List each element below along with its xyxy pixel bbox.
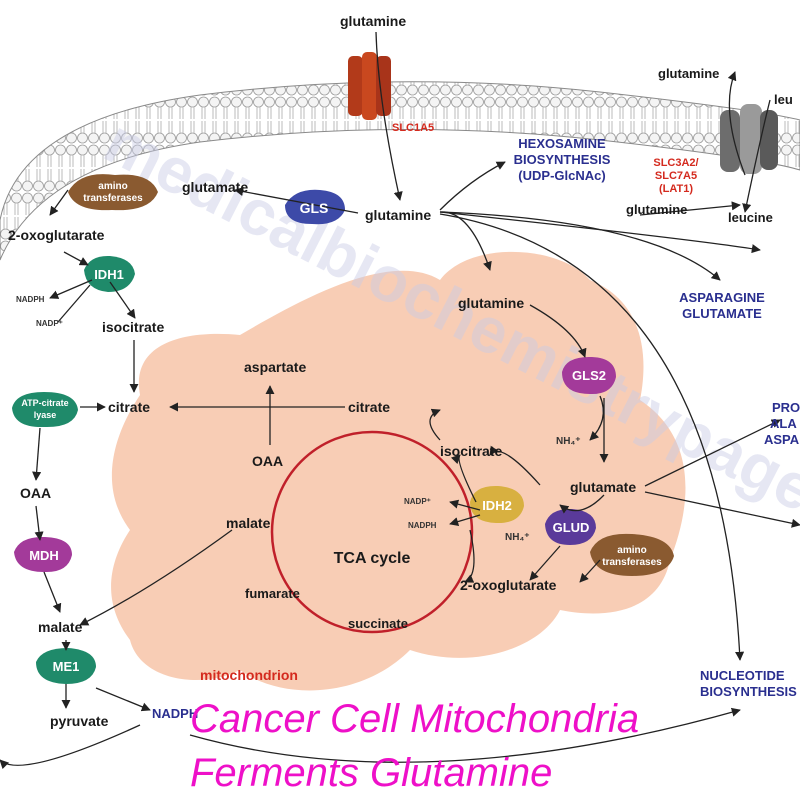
amino-transferases-cyto-shape <box>68 174 158 211</box>
slc3a2-label-3: (LAT1) <box>659 183 693 195</box>
fumarate-label: fumarate <box>245 586 300 601</box>
isocitrate-mito-label: isocitrate <box>440 443 502 459</box>
glutamine-outside-label: glutamine <box>340 13 406 29</box>
slc1a5-transporter <box>348 52 391 120</box>
hexosamine-label-3: (UDP-GlcNAc) <box>518 168 605 183</box>
cell-membrane <box>0 81 800 261</box>
glud-label: GLUD <box>553 520 590 535</box>
mitochondrion-label: mitochondrion <box>200 667 298 683</box>
malate-mito-label: malate <box>226 515 271 531</box>
nadp-mito-label: NADP⁺ <box>404 497 431 506</box>
oxoglutarate-cyto-label: 2-oxoglutarate <box>8 227 105 243</box>
succinate-label: succinate <box>348 616 408 631</box>
nadph-small-label: NADPH <box>16 295 45 304</box>
tca-cycle-label: TCA cycle <box>334 550 411 567</box>
gls-label: GLS <box>300 200 329 216</box>
nadph-mito-label: NADPH <box>408 521 437 530</box>
hexosamine-label-2: BIOSYNTHESIS <box>514 152 611 167</box>
title-line-1: Cancer Cell Mitochondria <box>190 697 639 741</box>
slc3a2-label-1: SLC3A2/ <box>653 157 698 169</box>
asparagine-label-2: GLUTAMATE <box>682 306 762 321</box>
nadph-cyto-label: NADPH <box>152 706 198 721</box>
gls2-shape <box>562 356 616 395</box>
atp-citrate-lyase-label-2: lyase <box>34 410 57 420</box>
glutamine-cyto-label: glutamine <box>365 207 431 223</box>
pro-label-2: ALA <box>770 416 797 431</box>
citrate-mito-label: citrate <box>348 399 390 415</box>
idh1-label: IDH1 <box>94 267 124 282</box>
enzyme-labels: amino transferases GLS IDH1 ATP-citrate … <box>21 181 662 674</box>
me1-label: ME1 <box>53 659 80 674</box>
idh1-shape <box>84 255 135 292</box>
nucleotide-label-2: BIOSYNTHESIS <box>700 684 797 699</box>
slc3a2-label-2: SLC7A5 <box>655 170 697 182</box>
asparagine-label-1: ASPARAGINE <box>679 290 765 305</box>
mitochondrion <box>111 251 686 691</box>
glutamate-mito-label: glutamate <box>570 479 636 495</box>
oaa-cyto-label: OAA <box>20 485 51 501</box>
hexosamine-label-1: HEXOSAMINE <box>518 136 606 151</box>
title-line-2: Ferments Glutamine <box>190 751 552 795</box>
leucine-top-label: leu <box>774 92 793 107</box>
transporter-labels: SLC1A5 SLC3A2/ SLC7A5 (LAT1) <box>392 122 699 195</box>
isocitrate-cyto-label: isocitrate <box>102 319 164 335</box>
nucleotide-label-1: NUCLEOTIDE <box>700 668 785 683</box>
amino-transferases-cyto-label-2: transferases <box>83 193 143 204</box>
glutamine-lat1-bottom-label: glutamine <box>626 202 687 217</box>
mdh-label: MDH <box>29 548 59 563</box>
atp-citrate-lyase-label-1: ATP-citrate <box>21 398 68 408</box>
reaction-arrows <box>0 31 800 770</box>
gls2-label: GLS2 <box>572 368 606 383</box>
idh2-label: IDH2 <box>482 498 512 513</box>
malate-cyto-label: malate <box>38 619 83 635</box>
pathway-labels: HEXOSAMINE BIOSYNTHESIS (UDP-GlcNAc) ASP… <box>514 136 800 699</box>
leucine-bottom-label: leucine <box>728 210 773 225</box>
oxoglutarate-mito-label: 2-oxoglutarate <box>460 577 557 593</box>
title-overlay: Cancer Cell Mitochondria Ferments Glutam… <box>190 697 639 795</box>
slc1a5-label: SLC1A5 <box>392 122 434 134</box>
aspartate-label: aspartate <box>244 359 306 375</box>
lat1-transporter <box>720 104 778 174</box>
idh2-shape <box>470 485 524 524</box>
gls-shape <box>285 189 345 225</box>
glutamine-mito-label: glutamine <box>458 295 524 311</box>
metabolite-labels: glutamine glutamine glutamate 2-oxogluta… <box>8 13 793 729</box>
glutamine-lat1-top-label: glutamine <box>658 66 719 81</box>
pro-label-3: ASPA <box>764 432 800 447</box>
nh4-2-label: NH₄⁺ <box>505 532 530 543</box>
citrate-cyto-label: citrate <box>108 399 150 415</box>
amino-transferases-mito-shape <box>590 533 674 576</box>
glud-shape <box>545 508 596 545</box>
nh4-1-label: NH₄⁺ <box>556 436 581 447</box>
me1-shape <box>36 648 96 684</box>
tca-cycle-circle <box>270 430 474 634</box>
amino-transferases-cyto-label-1: amino <box>98 181 127 192</box>
mdh-shape <box>14 536 72 573</box>
atp-citrate-lyase-shape <box>12 392 78 428</box>
amino-transferases-mito-label-1: amino <box>617 545 646 556</box>
glutamate-cyto-label: glutamate <box>182 179 248 195</box>
nadp-small-label: NADP⁺ <box>36 319 63 328</box>
oaa-mito-label: OAA <box>252 453 283 469</box>
pyruvate-label: pyruvate <box>50 713 109 729</box>
amino-transferases-mito-label-2: transferases <box>602 557 662 568</box>
pro-label-1: PRO <box>772 400 800 415</box>
